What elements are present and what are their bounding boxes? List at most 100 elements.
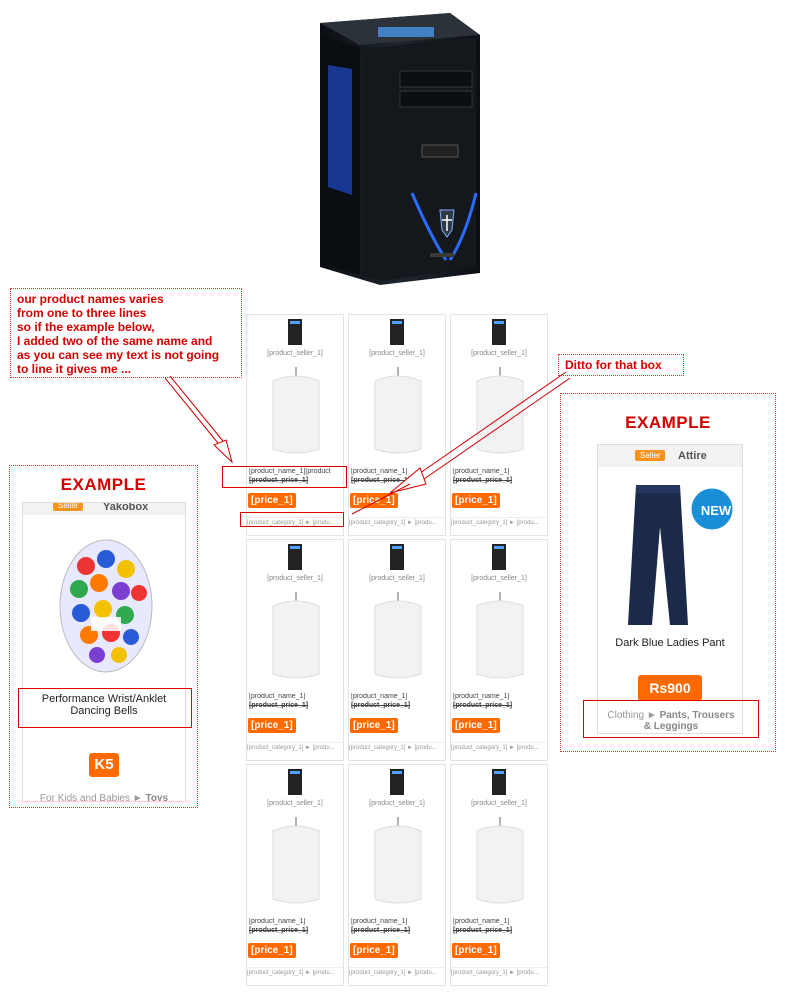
product-price-struck: [product_price_1]: [453, 927, 513, 934]
product-name[interactable]: Dark Blue Ladies Pant: [615, 637, 725, 649]
product-card[interactable]: [product_seller_1] [product_name_1] [pro…: [348, 764, 446, 986]
product-name[interactable]: [product_name_1]: [453, 693, 510, 700]
candle-image: [374, 592, 422, 679]
category-path[interactable]: [product_category_1] ► [produ...: [451, 742, 547, 751]
product-name[interactable]: [product_name_1]: [351, 693, 408, 700]
product-name[interactable]: Performance Wrist/Anklet Dancing Bells: [23, 693, 185, 717]
category-parent[interactable]: For Kids and Babies: [39, 793, 130, 802]
price-badge[interactable]: [price_1]: [350, 718, 398, 733]
product-card[interactable]: [product_seller_1] [product_name_1] [pro…: [450, 539, 548, 761]
callout-line: to line it gives me ...: [17, 362, 132, 376]
price-badge[interactable]: [price_1]: [350, 493, 398, 508]
product-image-pants: [628, 485, 736, 625]
category-path[interactable]: [product_category_1] ► [produ...: [451, 517, 547, 526]
seller-badge: Seller: [53, 503, 84, 511]
seller-thumb-pc-icon: [390, 319, 404, 345]
seller-name[interactable]: [product_seller_1]: [267, 350, 323, 357]
new-badge: NEW: [700, 503, 732, 518]
product-card[interactable]: [product_seller_1] [product_name_1] [pro…: [450, 764, 548, 986]
product-card[interactable]: [product_seller_1] [product_name_1] [pro…: [348, 314, 446, 536]
product-card-example[interactable]: Seller Yakobox Performance Wrist/Anklet …: [22, 502, 186, 802]
example-panel-right: EXAMPLE Seller Attire NEW Dark Blue Ladi…: [560, 393, 776, 752]
callout-ditto: Ditto for that box: [558, 354, 684, 376]
seller-thumb-pc-icon: [288, 319, 302, 345]
callout-line: from one to three lines: [17, 306, 147, 320]
seller-name[interactable]: [product_seller_1]: [369, 575, 425, 582]
category-separator: ►: [132, 793, 143, 802]
product-name[interactable]: [product_name_1]: [249, 918, 306, 925]
product-name[interactable]: [product_name_1]: [351, 918, 408, 925]
price-badge[interactable]: K5: [89, 753, 119, 777]
product-card[interactable]: [product_seller_1] [product_name_1] [pro…: [246, 764, 344, 986]
category-path[interactable]: [product_category_1] ► [produ...: [247, 517, 343, 526]
category-path[interactable]: [product_category_1] ► [produ...: [451, 967, 547, 976]
candle-image: [272, 592, 320, 679]
candle-image: [272, 817, 320, 904]
callout-ditto-text: Ditto for that box: [565, 358, 662, 372]
product-price-struck: [product_price_1]: [249, 702, 309, 709]
product-card-example[interactable]: Seller Attire NEW Dark Blue Ladies Pant …: [597, 444, 743, 734]
price-badge[interactable]: [price_1]: [248, 943, 296, 958]
seller-bar: Seller Attire: [598, 445, 742, 467]
category-path[interactable]: Clothing ► Pants, Trousers & Leggings: [606, 710, 736, 732]
product-price-struck: [product_price_1]: [351, 477, 411, 484]
product-price-struck: [product_price_1]: [249, 927, 309, 934]
seller-name[interactable]: Attire: [678, 450, 707, 462]
callout-line: I added two of the same name and: [17, 334, 213, 348]
category-parent[interactable]: Clothing: [607, 710, 645, 721]
example-panel-left: EXAMPLE Seller Yakobox Performance Wrist…: [9, 465, 198, 808]
product-name[interactable]: [product_name_1]: [249, 693, 306, 700]
product-card[interactable]: [product_seller_1] [product_name_1] [pro…: [348, 539, 446, 761]
candle-image: [476, 592, 524, 679]
category-child[interactable]: Toys: [145, 793, 169, 802]
price-badge[interactable]: [price_1]: [350, 943, 398, 958]
seller-name[interactable]: [product_seller_1]: [267, 575, 323, 582]
product-price-struck: [product_price_1]: [453, 477, 513, 484]
seller-name[interactable]: [product_seller_1]: [471, 575, 527, 582]
seller-name[interactable]: [product_seller_1]: [267, 800, 323, 807]
example-title: EXAMPLE: [60, 475, 147, 494]
category-separator: ►: [646, 710, 657, 721]
seller-thumb-pc-icon: [288, 769, 302, 795]
product-price-struck: [product_price_1]: [351, 702, 411, 709]
product-card[interactable]: [product_seller_1] [product_name_1] [pro…: [246, 539, 344, 761]
category-path[interactable]: [product_category_1] ► [produ...: [349, 742, 445, 751]
product-card[interactable]: [product_seller_1] [product_name_1] [pro…: [450, 314, 548, 536]
product-name[interactable]: [product_name_1]: [453, 918, 510, 925]
callout-line: our product names varies: [17, 292, 164, 306]
candle-image: [374, 367, 422, 454]
highlight-category-overflow: [240, 512, 344, 527]
seller-name[interactable]: [product_seller_1]: [369, 350, 425, 357]
seller-name[interactable]: [product_seller_1]: [471, 350, 527, 357]
seller-name[interactable]: [product_seller_1]: [471, 800, 527, 807]
category-child[interactable]: Pants, Trousers & Leggings: [643, 710, 735, 732]
seller-thumb-pc-icon: [288, 544, 302, 570]
category-path[interactable]: [product_category_1] ► [produ...: [247, 742, 343, 751]
product-image-balls: [59, 539, 153, 673]
price-badge[interactable]: [price_1]: [452, 943, 500, 958]
candle-image: [272, 367, 320, 454]
product-name[interactable]: [product_name_1]: [453, 468, 510, 475]
highlight-box: [583, 700, 759, 738]
price-badge[interactable]: [price_1]: [248, 493, 296, 508]
seller-thumb-pc-icon: [492, 769, 506, 795]
category-path[interactable]: [product_category_1] ► [produ...: [349, 517, 445, 526]
product-card[interactable]: [product_seller_1] [product_name_1][prod…: [246, 314, 344, 536]
callout-product-names: our product names varies from one to thr…: [10, 288, 242, 378]
price-badge[interactable]: [price_1]: [248, 718, 296, 733]
category-path[interactable]: [product_category_1] ► [produ...: [349, 967, 445, 976]
seller-thumb-pc-icon: [390, 769, 404, 795]
price-badge[interactable]: Rs900: [638, 675, 702, 701]
product-name[interactable]: [product_name_1]: [351, 468, 408, 475]
seller-name[interactable]: [product_seller_1]: [369, 800, 425, 807]
product-name[interactable]: [product_name_1][product: [249, 468, 331, 475]
seller-name[interactable]: Yakobox: [103, 502, 149, 513]
pc-tower-image: [320, 13, 480, 285]
category-path[interactable]: For Kids and Babies ► Toys: [23, 793, 185, 802]
callout-line: so if the example below,: [17, 320, 155, 334]
seller-thumb-pc-icon: [390, 544, 404, 570]
product-price-struck: [product_price_1]: [351, 927, 411, 934]
category-path[interactable]: [product_category_1] ► [produ...: [247, 967, 343, 976]
price-badge[interactable]: [price_1]: [452, 718, 500, 733]
price-badge[interactable]: [price_1]: [452, 493, 500, 508]
